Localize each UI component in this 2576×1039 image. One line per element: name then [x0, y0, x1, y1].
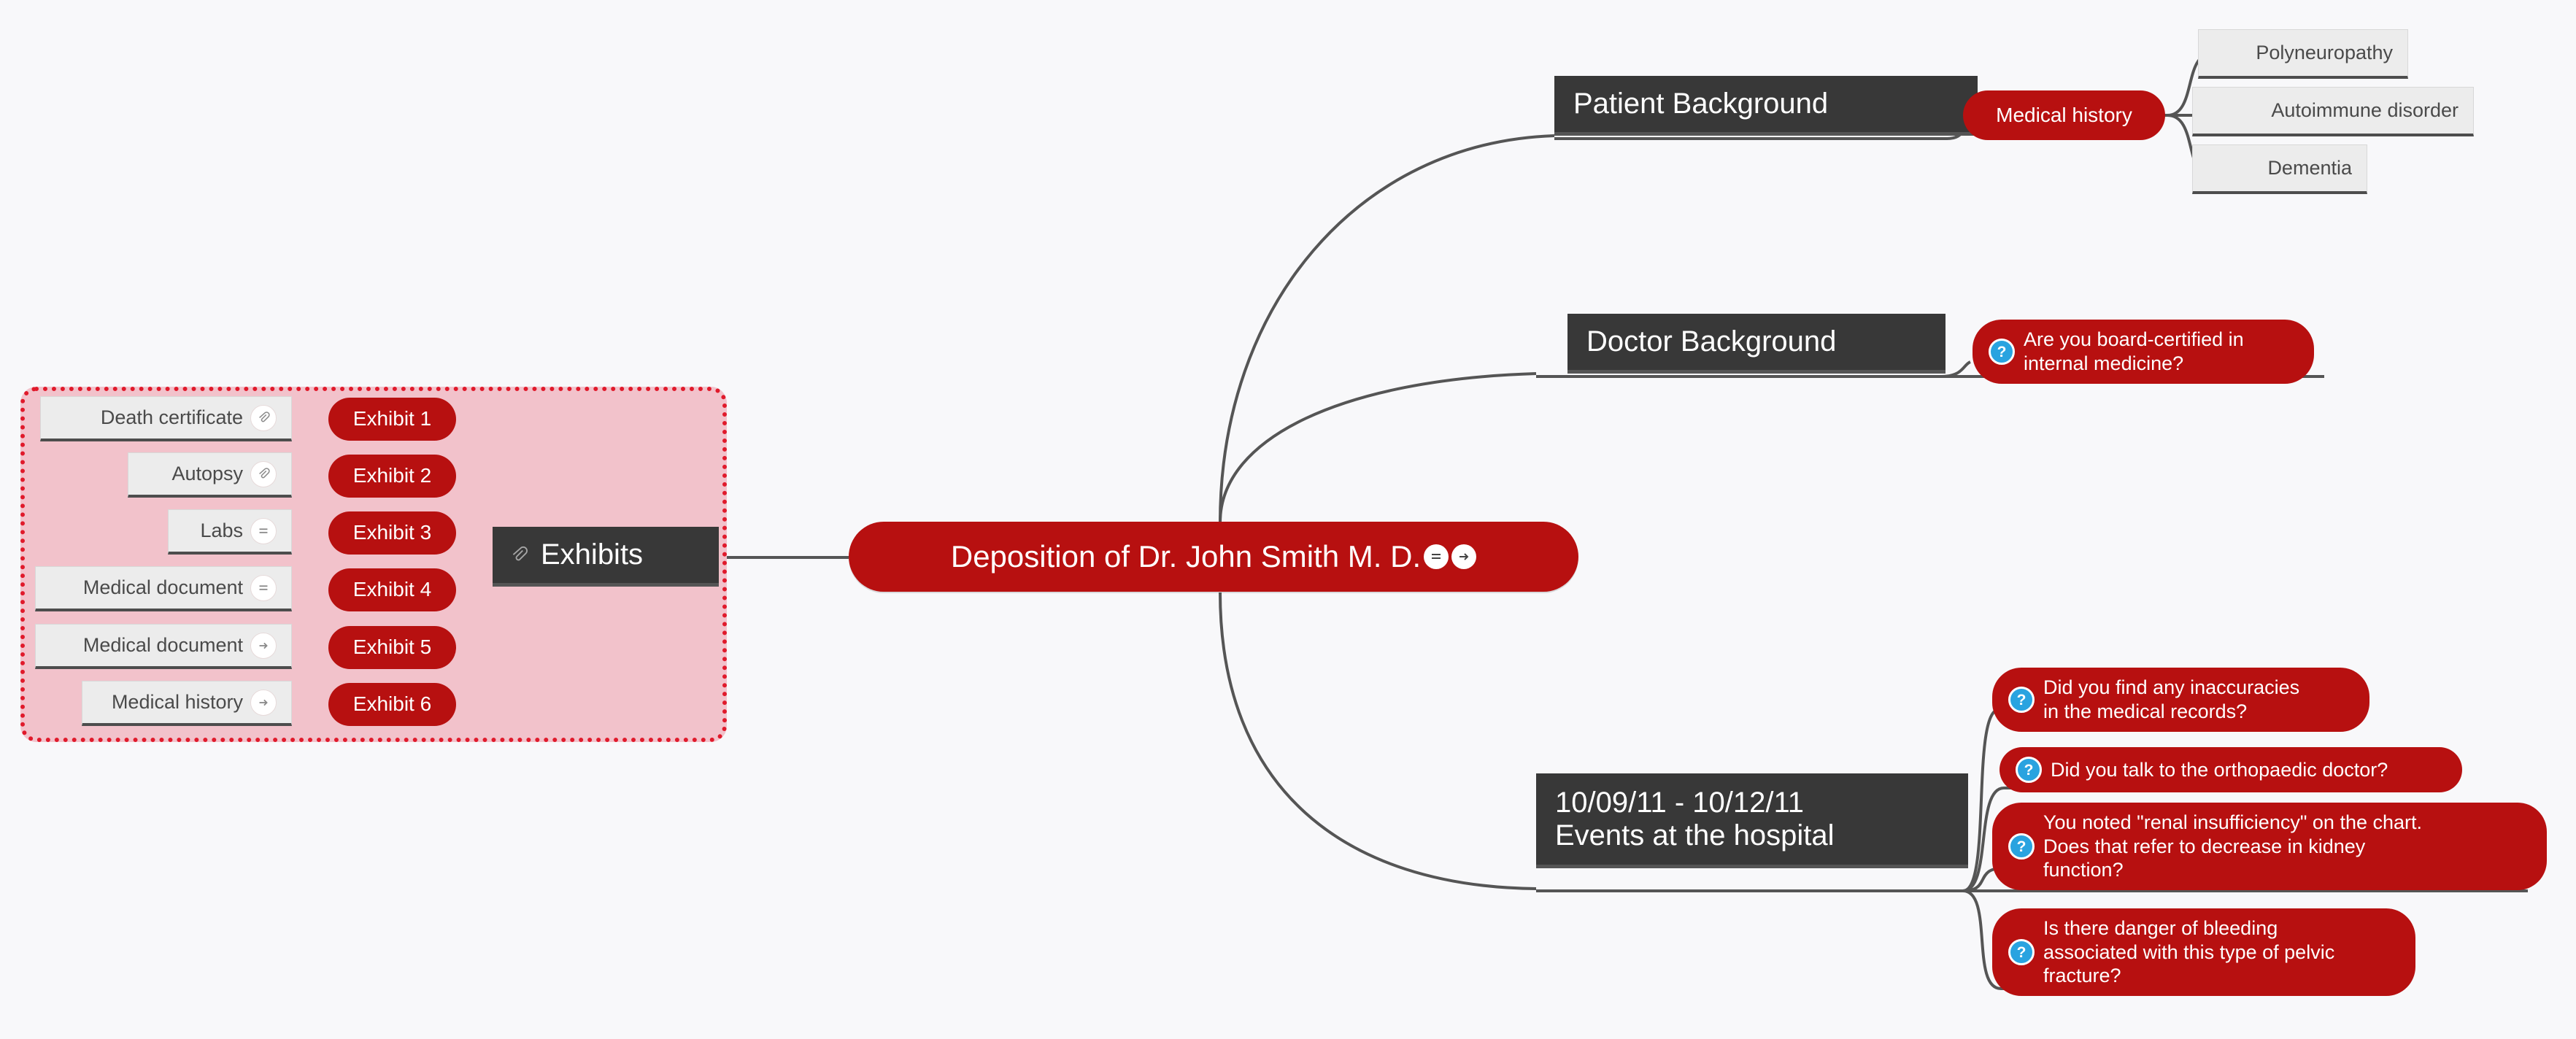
topic-hospital-events-line1: 10/09/11 - 10/12/11 — [1555, 786, 1805, 819]
question-renal-insufficiency-label: You noted "renal insufficiency" on the c… — [2043, 811, 2423, 881]
paperclip-icon — [509, 545, 529, 565]
root-node[interactable]: Deposition of Dr. John Smith M. D. — [849, 522, 1578, 592]
question-inaccuracies[interactable]: ? Did you find any inaccuracies in the m… — [1992, 668, 2369, 732]
arrow-icon[interactable] — [250, 689, 277, 716]
exhibit-pill-3-label: Exhibit 3 — [352, 521, 432, 544]
exhibit-doc-4[interactable]: Medical document — [35, 566, 292, 611]
exhibit-pill-2[interactable]: Exhibit 2 — [328, 455, 456, 498]
note-icon[interactable] — [1424, 544, 1449, 569]
exhibit-doc-6[interactable]: Medical history — [82, 681, 292, 726]
exhibit-doc-5[interactable]: Medical document — [35, 624, 292, 669]
node-dementia[interactable]: Dementia — [2192, 144, 2367, 194]
topic-doctor-background-label: Doctor Background — [1586, 325, 1837, 358]
exhibit-doc-3-label: Labs — [200, 520, 243, 541]
node-autoimmune-disorder-label: Autoimmune disorder — [2271, 99, 2459, 121]
exhibit-pill-1-label: Exhibit 1 — [352, 407, 432, 430]
exhibit-pill-6[interactable]: Exhibit 6 — [328, 683, 456, 726]
topic-hospital-events-line2: Events at the hospital — [1555, 819, 1835, 851]
question-renal-insufficiency[interactable]: ? You noted "renal insufficiency" on the… — [1992, 803, 2547, 890]
root-label: Deposition of Dr. John Smith M. D. — [950, 539, 1422, 573]
exhibit-doc-4-label: Medical document — [82, 576, 243, 598]
question-icon: ? — [2008, 833, 2035, 860]
topic-patient-background[interactable]: Patient Background — [1554, 76, 1978, 136]
note-icon[interactable] — [250, 574, 277, 601]
topic-patient-background-label: Patient Background — [1573, 88, 1829, 120]
exhibit-pill-5[interactable]: Exhibit 5 — [328, 626, 456, 669]
exhibit-doc-3[interactable]: Labs — [168, 509, 292, 555]
node-medical-history-label: Medical history — [1996, 103, 2132, 126]
exhibit-doc-1[interactable]: Death certificate — [40, 396, 292, 441]
exhibit-pill-3[interactable]: Exhibit 3 — [328, 511, 456, 555]
topic-exhibits[interactable]: Exhibits — [493, 527, 719, 587]
note-icon[interactable] — [250, 517, 277, 544]
question-board-certified[interactable]: ? Are you board-certified in internal me… — [1973, 320, 2314, 384]
node-polyneuropathy[interactable]: Polyneuropathy — [2198, 29, 2408, 79]
node-polyneuropathy-label: Polyneuropathy — [2256, 42, 2393, 63]
question-icon: ? — [1989, 339, 2015, 365]
question-icon: ? — [2008, 687, 2035, 713]
exhibit-doc-6-label: Medical history — [111, 691, 243, 713]
arrow-icon[interactable] — [1451, 544, 1477, 569]
exhibit-pill-2-label: Exhibit 2 — [352, 464, 432, 487]
question-orthopaedic-doctor-label: Did you talk to the orthopaedic doctor? — [2051, 758, 2388, 781]
exhibit-pill-1[interactable]: Exhibit 1 — [328, 398, 456, 441]
topic-exhibits-label: Exhibits — [541, 538, 644, 571]
paperclip-icon[interactable] — [250, 404, 277, 431]
node-medical-history[interactable]: Medical history — [1963, 90, 2165, 140]
exhibit-pill-4-label: Exhibit 4 — [352, 578, 432, 601]
exhibit-doc-2[interactable]: Autopsy — [128, 452, 292, 498]
exhibit-doc-1-label: Death certificate — [100, 406, 243, 428]
question-pelvic-bleeding-label: Is there danger of bleeding associated w… — [2043, 916, 2335, 987]
arrow-icon[interactable] — [250, 632, 277, 659]
topic-doctor-background[interactable]: Doctor Background — [1567, 314, 1946, 374]
topic-hospital-events[interactable]: 10/09/11 - 10/12/11 Events at the hospit… — [1536, 773, 1968, 868]
exhibit-pill-5-label: Exhibit 5 — [352, 636, 432, 659]
question-orthopaedic-doctor[interactable]: ? Did you talk to the orthopaedic doctor… — [2000, 747, 2462, 792]
exhibit-doc-5-label: Medical document — [82, 634, 243, 656]
node-dementia-label: Dementia — [2267, 157, 2352, 179]
paperclip-icon[interactable] — [250, 460, 277, 487]
question-board-certified-label: Are you board-certified in internal medi… — [2024, 328, 2244, 374]
exhibit-pill-6-label: Exhibit 6 — [352, 692, 432, 716]
question-pelvic-bleeding[interactable]: ? Is there danger of bleeding associated… — [1992, 908, 2415, 996]
question-inaccuracies-label: Did you find any inaccuracies in the med… — [2043, 676, 2300, 722]
exhibit-doc-2-label: Autopsy — [171, 463, 243, 484]
node-autoimmune-disorder[interactable]: Autoimmune disorder — [2192, 87, 2474, 136]
question-icon: ? — [2008, 939, 2035, 965]
question-icon: ? — [2016, 757, 2042, 783]
exhibit-pill-4[interactable]: Exhibit 4 — [328, 568, 456, 611]
